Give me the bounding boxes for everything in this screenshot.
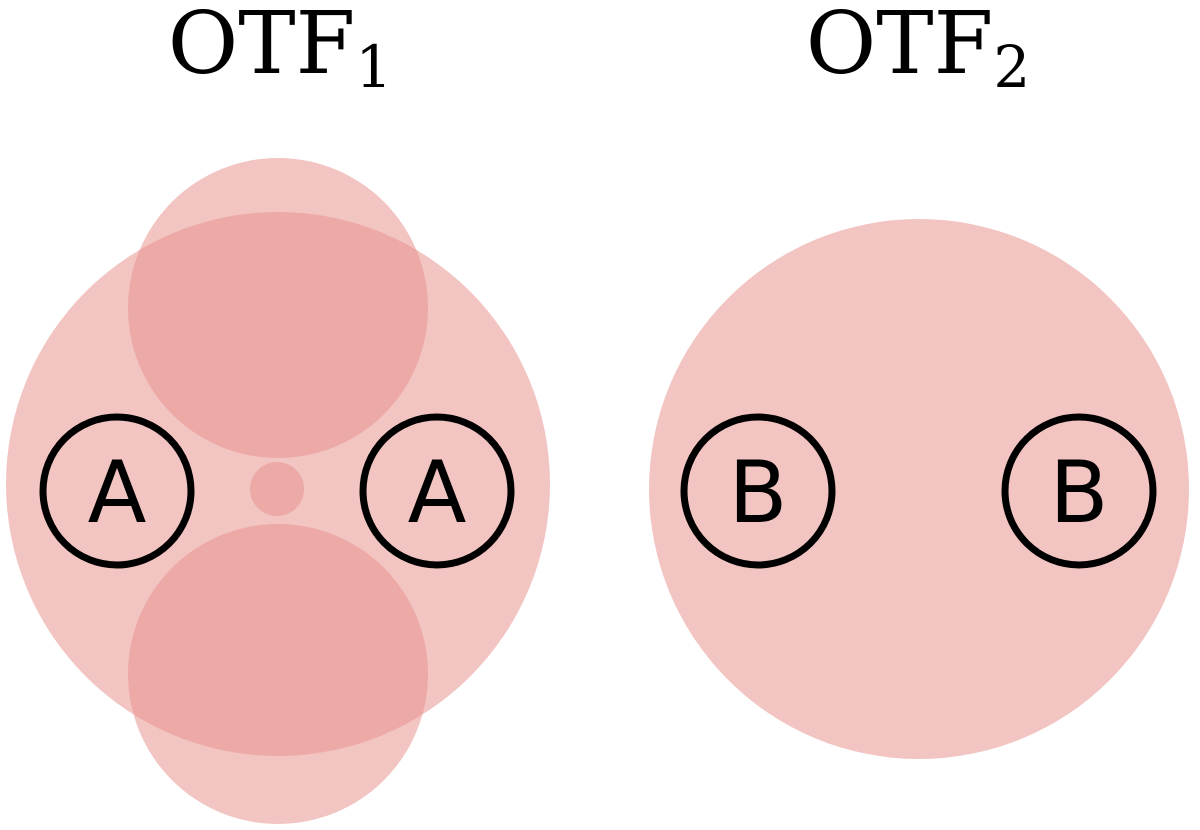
otf2-marker-right-circle	[1001, 413, 1157, 569]
otf1-top-disk	[128, 158, 428, 458]
otf2-marker-right-label: B	[1050, 443, 1109, 543]
otf2-title-sub: 2	[993, 33, 1030, 101]
otf1-marker-right-label: A	[408, 443, 467, 543]
otf1-title-sub: 1	[355, 33, 392, 101]
otf1-panel: OTF1 A A	[6, 0, 550, 824]
otf2-marker-left: B	[680, 413, 836, 569]
otf2-title: OTF2	[806, 0, 1030, 101]
otf2-marker-left-circle	[680, 413, 836, 569]
otf2-marker-left-label: B	[729, 443, 788, 543]
otf2-marker-right: B	[1001, 413, 1157, 569]
otf1-marker-left-circle	[39, 413, 195, 569]
otf2-title-main: OTF	[806, 0, 994, 94]
otf1-bottom-disk	[128, 524, 428, 824]
otf1-marker-right: A	[359, 413, 515, 569]
otf2-main-disk	[649, 219, 1189, 759]
otf1-marker-right-circle	[359, 413, 515, 569]
otf1-marker-left: A	[39, 413, 195, 569]
otf1-marker-left-label: A	[88, 443, 147, 543]
otf1-title: OTF1	[168, 0, 392, 101]
otf1-center-dot	[250, 462, 304, 516]
otf2-panel: OTF2 B B	[649, 0, 1189, 759]
otf1-title-main: OTF	[168, 0, 356, 94]
